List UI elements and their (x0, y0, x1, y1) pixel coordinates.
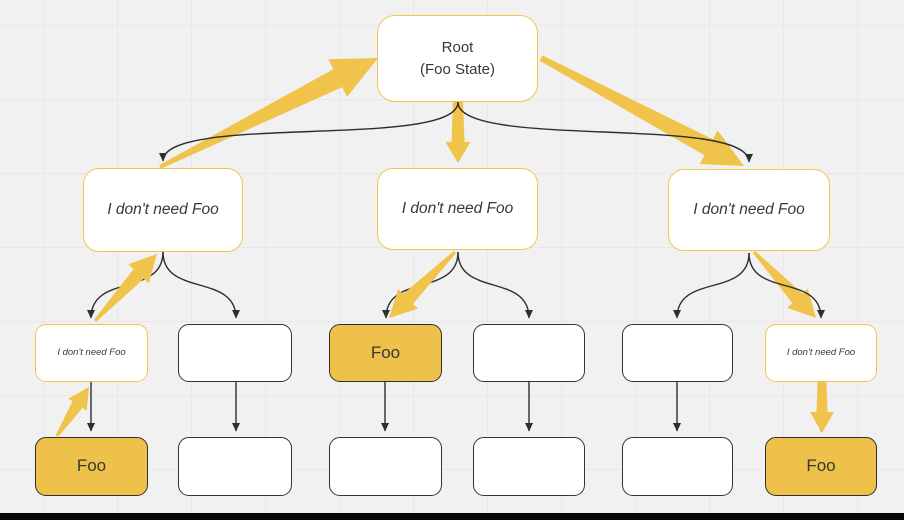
tree-edge (162, 251, 240, 319)
tree-edge (457, 101, 753, 163)
node-l4-2[interactable] (178, 437, 292, 496)
backprop-l2left-to-root-arrow[interactable] (159, 58, 378, 169)
node-l2-right[interactable]: I don't need Foo (668, 169, 830, 251)
node-l4-1[interactable]: Foo (35, 437, 148, 496)
node-l3-4[interactable] (473, 324, 585, 382)
node-label: I don't need Foo (57, 347, 126, 359)
node-root[interactable]: Root (Foo State) (377, 15, 538, 102)
node-l2-left[interactable]: I don't need Foo (83, 168, 243, 252)
node-l4-4[interactable] (473, 437, 585, 496)
node-label: Foo (76, 456, 107, 476)
node-l3-3[interactable]: Foo (329, 324, 442, 382)
tree-edge (457, 251, 533, 319)
node-label: I don't need Foo (786, 347, 856, 359)
select-l2right-to-l3-arrow[interactable] (752, 251, 816, 318)
node-l4-3[interactable] (329, 437, 442, 496)
node-l2-mid[interactable]: I don't need Foo (377, 168, 538, 250)
node-l3-1[interactable]: I don't need Foo (35, 324, 148, 382)
backprop-l3-to-l2left-arrow[interactable] (93, 254, 157, 322)
node-label: Foo (370, 342, 401, 362)
node-l3-5[interactable] (622, 324, 733, 382)
node-l4-5[interactable] (622, 437, 733, 496)
node-label: (Foo State) (419, 60, 496, 78)
select-l2mid-to-foo-arrow[interactable] (389, 250, 457, 318)
select-root-to-l2mid-arrow[interactable] (445, 101, 471, 163)
node-label: Foo (806, 456, 836, 476)
node-label: I don't need Foo (693, 200, 805, 218)
select-root-to-l2right-arrow[interactable] (539, 55, 744, 166)
node-l3-2[interactable] (178, 324, 292, 382)
node-l4-6[interactable]: Foo (765, 437, 877, 496)
tree-edge (748, 252, 825, 319)
tree-edge (159, 101, 459, 162)
node-label: I don't need Foo (107, 200, 219, 218)
backprop-foo-to-l3left-arrow[interactable] (55, 387, 89, 437)
select-l3right-to-foo-arrow[interactable] (810, 382, 834, 433)
bottom-edge-bar (0, 513, 904, 520)
tree-edges-over (159, 101, 825, 319)
node-l3-6[interactable]: I don't need Foo (765, 324, 877, 382)
node-label: Root (441, 38, 474, 56)
tree-edge (673, 252, 750, 319)
node-label: I don't need Foo (401, 199, 514, 217)
